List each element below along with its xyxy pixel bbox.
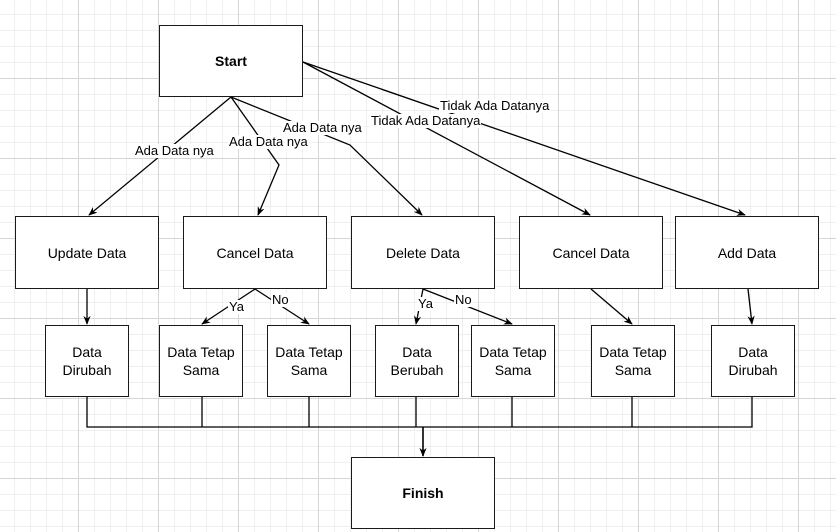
merge-bus [86,397,753,428]
edge-label-ada-data-2: Ada Data nya [228,134,309,149]
data-tetap-sama-node-1[interactable]: Data Tetap Sama [159,325,243,397]
data-dirubah-node-2[interactable]: Data Dirubah [711,325,795,397]
data-tetap-sama-label-1: Data Tetap Sama [167,344,235,378]
finish-label: Finish [402,485,444,501]
edge-label-tidak-ada-2: Tidak Ada Datanya [370,113,482,128]
delete-data-label: Delete Data [386,244,460,261]
cancel-data-label-2: Cancel Data [552,244,630,261]
data-dirubah-node-1[interactable]: Data Dirubah [45,325,129,397]
add-data-label: Add Data [717,244,777,261]
data-dirubah-label-1: Data Dirubah [62,344,112,378]
edge-label-ya-2: Ya [417,296,434,311]
edge-start-cancel2 [302,61,591,216]
edge-label-tidak-ada-1: Tidak Ada Datanya [439,98,551,113]
edge-label-ada-data-1: Ada Data nya [134,143,215,158]
data-tetap-sama-node-3[interactable]: Data Tetap Sama [471,325,555,397]
edge-label-ya-1: Ya [228,299,245,314]
edge-start-delete [230,96,423,216]
update-data-node[interactable]: Update Data [15,216,159,289]
edge-label-ada-data-3: Ada Data nya [282,120,363,135]
update-data-label: Update Data [47,244,127,261]
start-node[interactable]: Start [159,25,303,97]
edge-add-dirubah [747,288,755,325]
data-tetap-sama-node-2[interactable]: Data Tetap Sama [267,325,351,397]
data-tetap-sama-label-3: Data Tetap Sama [479,344,547,378]
edge-cancel2-tetap4 [590,288,633,325]
cancel-data-node-2[interactable]: Cancel Data [519,216,663,289]
edge-label-no-2: No [454,292,473,307]
data-dirubah-label-2: Data Dirubah [728,344,778,378]
finish-node[interactable]: Finish [351,457,495,529]
data-berubah-node[interactable]: Data Berubah [375,325,459,397]
data-tetap-sama-label-2: Data Tetap Sama [275,344,343,378]
data-tetap-sama-node-4[interactable]: Data Tetap Sama [591,325,675,397]
delete-data-node[interactable]: Delete Data [351,216,495,289]
edge-label-no-1: No [271,292,290,307]
cancel-data-label-1: Cancel Data [216,244,294,261]
edge-start-cancel1 [230,96,280,216]
add-data-node[interactable]: Add Data [675,216,819,289]
cancel-data-node-1[interactable]: Cancel Data [183,216,327,289]
data-berubah-label: Data Berubah [390,344,444,378]
start-label: Start [215,53,247,69]
edge-start-add [302,61,746,216]
data-tetap-sama-label-4: Data Tetap Sama [599,344,667,378]
